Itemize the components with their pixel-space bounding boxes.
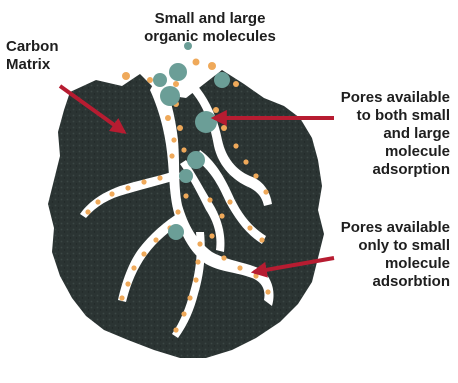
title-line-2: organic molecules <box>95 28 325 46</box>
pores-both-label: Pores available to both small and large … <box>341 89 450 179</box>
pores-small-line-4: adsorbtion <box>341 273 450 291</box>
title-line-1: Small and large <box>95 10 325 28</box>
pores-both-line-4: molecule <box>341 143 450 161</box>
pores-small-line-1: Pores available <box>341 219 450 237</box>
carbon-matrix-label: Carbon Matrix <box>6 38 59 74</box>
pores-both-line-1: Pores available <box>341 89 450 107</box>
pores-small-label: Pores available only to small molecule a… <box>341 219 450 291</box>
carbon-matrix-line-1: Carbon <box>6 38 59 56</box>
pores-small-line-3: molecule <box>341 255 450 273</box>
pores-both-line-5: adsorption <box>341 161 450 179</box>
carbon-matrix-line-2: Matrix <box>6 56 59 74</box>
pores-both-line-2: to both small <box>341 107 450 125</box>
pores-small-line-2: only to small <box>341 237 450 255</box>
diagram-title: Small and large organic molecules <box>95 10 325 46</box>
pores-both-line-3: and large <box>341 125 450 143</box>
